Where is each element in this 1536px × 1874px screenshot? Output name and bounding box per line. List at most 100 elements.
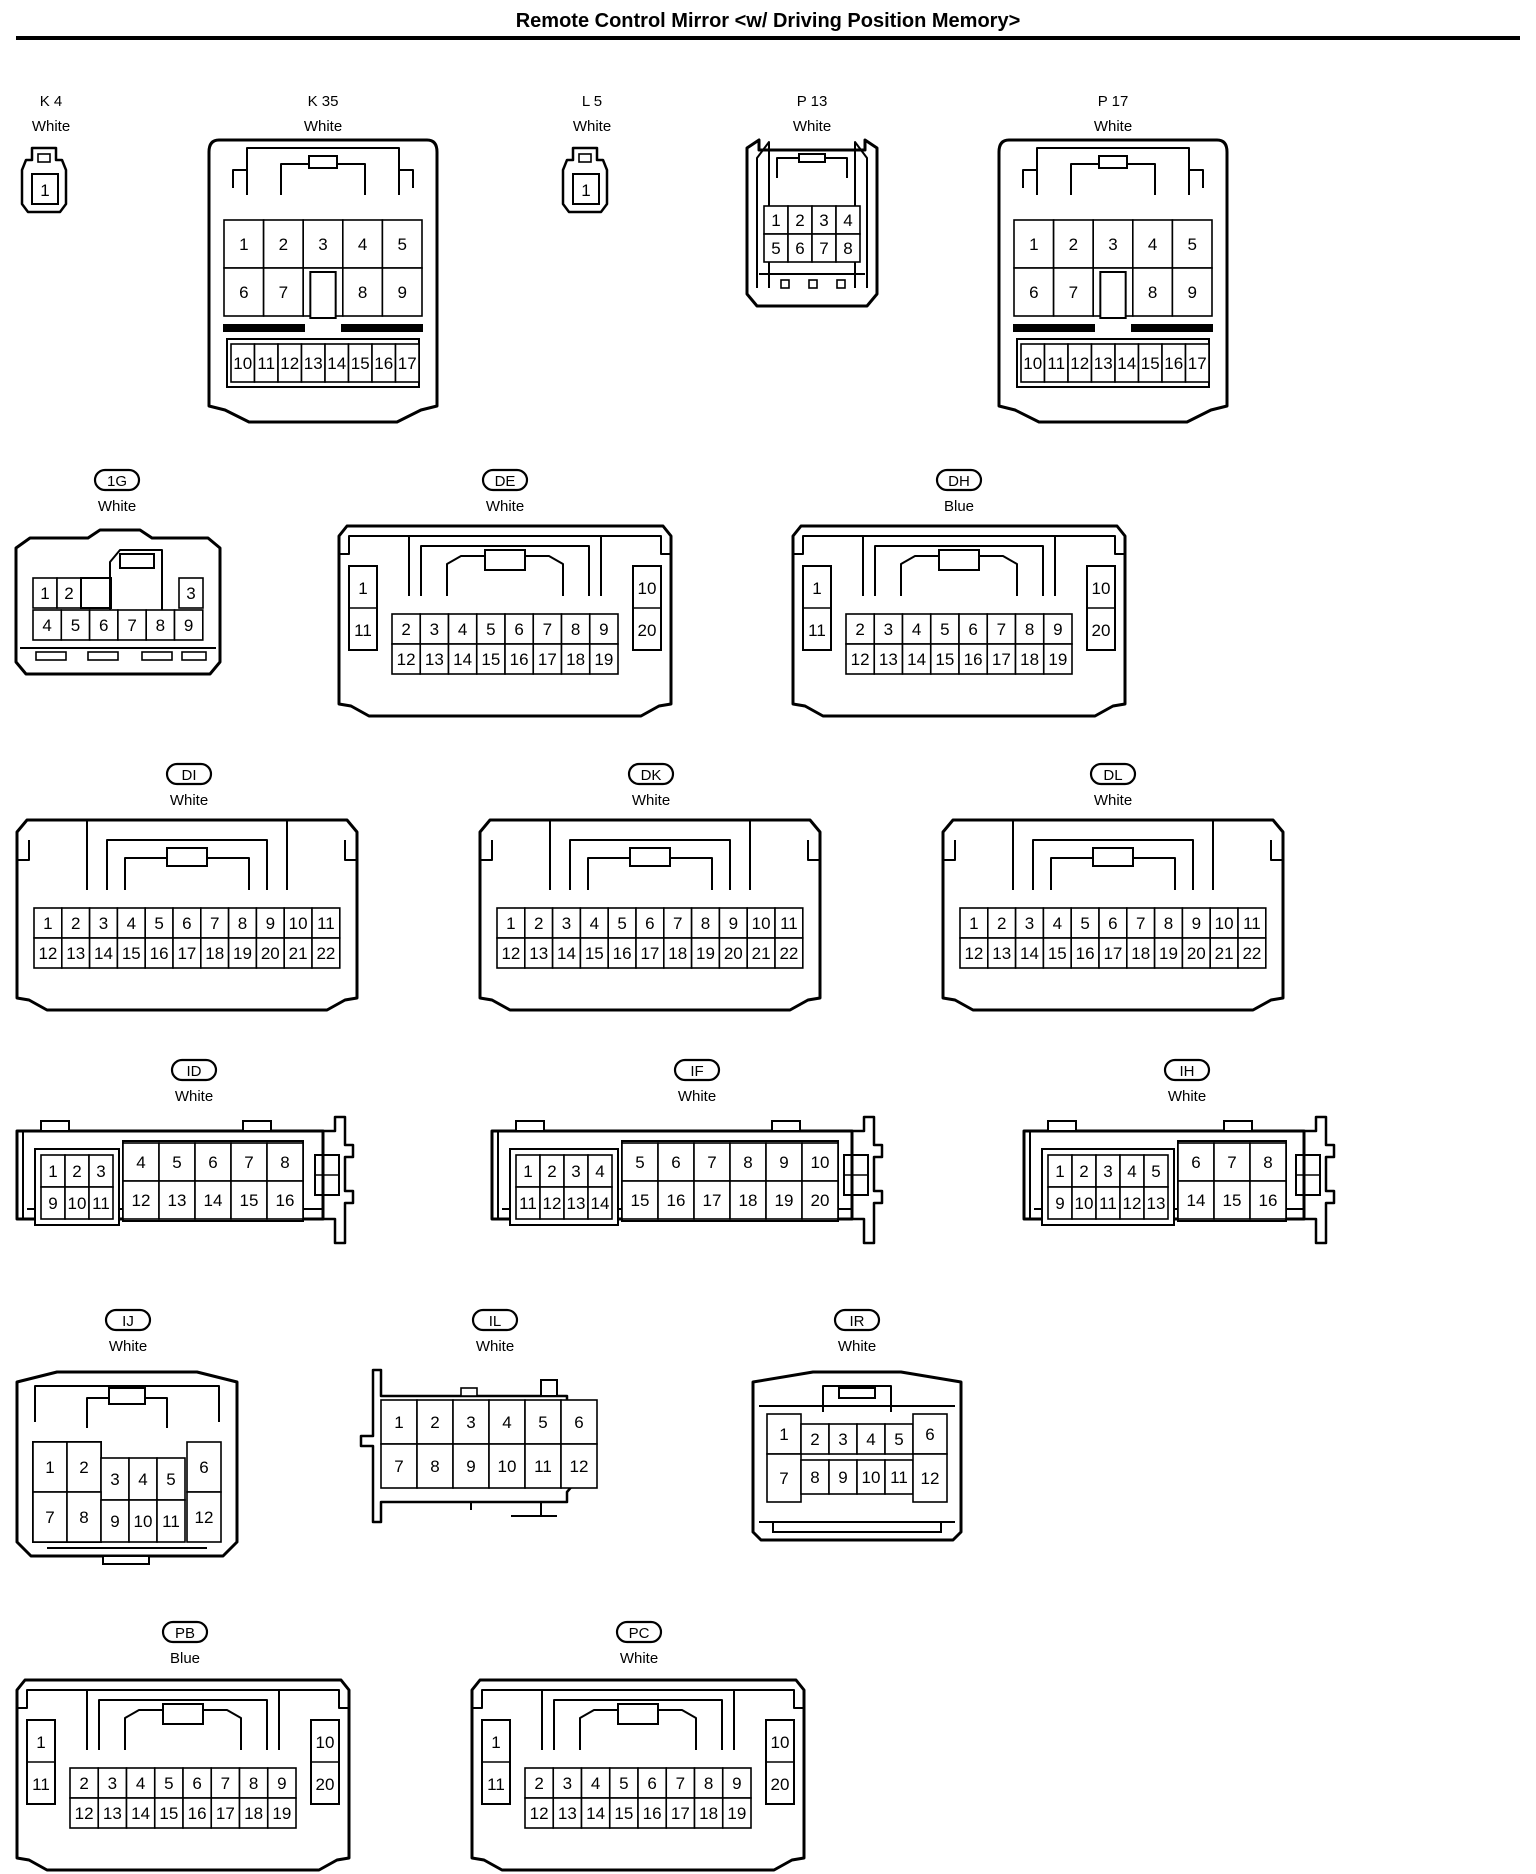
pin-number: 18 <box>566 650 585 669</box>
pin-number: 11 <box>1099 1194 1117 1213</box>
pin-number: 7 <box>1227 1153 1236 1172</box>
pin-number: 5 <box>164 1774 173 1793</box>
pin-number: 11 <box>1047 354 1065 373</box>
pin-number: 4 <box>591 1774 600 1793</box>
pin-number: 8 <box>1148 283 1157 302</box>
pin-number: 10 <box>752 914 771 933</box>
connector-color: White <box>486 498 524 515</box>
pin-number: 16 <box>1259 1191 1278 1210</box>
pin-number: 5 <box>486 620 495 639</box>
pin-number: 19 <box>727 1804 746 1823</box>
pin-number: 18 <box>739 1191 758 1210</box>
pin-number: 5 <box>172 1153 181 1172</box>
pin-number: 8 <box>743 1153 752 1172</box>
connector-color: White <box>170 792 208 809</box>
pin-number: 14 <box>1020 944 1039 963</box>
pin-number: 18 <box>699 1804 718 1823</box>
pin-number: 11 <box>317 914 335 933</box>
pin-number: 20 <box>811 1191 830 1210</box>
pin-number: 2 <box>79 1774 88 1793</box>
pin-number: 14 <box>327 354 346 373</box>
pin-number: 11 <box>534 1457 552 1476</box>
pin-number: 3 <box>96 1162 105 1181</box>
pin-number: 11 <box>32 1775 50 1794</box>
pin-number: 4 <box>590 914 599 933</box>
pin-number: 4 <box>912 620 921 639</box>
pin-number: 3 <box>819 211 828 230</box>
pin-number: 12 <box>38 944 57 963</box>
pin-number: 9 <box>838 1468 847 1487</box>
pin-number: 11 <box>354 621 372 640</box>
pin-number: 1 <box>771 211 780 230</box>
pin-number: 15 <box>122 944 141 963</box>
pin-number: 4 <box>358 235 367 254</box>
pin-number: 16 <box>1076 944 1095 963</box>
pin-number: 17 <box>216 1804 235 1823</box>
pin-number: 2 <box>795 211 804 230</box>
connector-id: PB <box>175 1625 195 1642</box>
pin-number: 3 <box>1025 914 1034 933</box>
pin-number: 2 <box>547 1162 556 1181</box>
pin-number: 13 <box>529 944 548 963</box>
pin-number: 13 <box>66 944 85 963</box>
pin-number: 1 <box>523 1162 532 1181</box>
pin-number: 3 <box>1103 1162 1112 1181</box>
pin-number: 3 <box>884 620 893 639</box>
pin-number: 9 <box>277 1774 286 1793</box>
connector-id: DL <box>1103 767 1122 784</box>
pin-number: 6 <box>99 616 108 635</box>
pin-number: 7 <box>210 914 219 933</box>
connector-id: IH <box>1180 1063 1195 1080</box>
pin-number: 6 <box>239 283 248 302</box>
connector-id-badge <box>471 1308 519 1332</box>
pin-number: 12 <box>851 650 870 669</box>
pin-number: 7 <box>1069 283 1078 302</box>
pin-number: 18 <box>1020 650 1039 669</box>
connector-id-badge <box>615 1620 663 1644</box>
pin-number: 8 <box>430 1457 439 1476</box>
pin-number: 15 <box>159 1804 178 1823</box>
pin-number: 20 <box>1092 621 1111 640</box>
pin-number: 14 <box>907 650 926 669</box>
pin-number: 15 <box>1223 1191 1242 1210</box>
pin-number: 17 <box>703 1191 722 1210</box>
pin-number: 11 <box>780 914 798 933</box>
pin-number: 6 <box>671 1153 680 1172</box>
connector-color: White <box>32 118 70 135</box>
pin-number: 10 <box>233 354 252 373</box>
pin-number: 13 <box>992 944 1011 963</box>
pin-number: 13 <box>103 1804 122 1823</box>
pin-number: 13 <box>304 354 323 373</box>
pin-number: 6 <box>968 620 977 639</box>
pin-number: 2 <box>72 1162 81 1181</box>
pin-number: 15 <box>481 650 500 669</box>
pin-number: 4 <box>843 211 852 230</box>
pin-number: 3 <box>108 1774 117 1793</box>
pin-number: 17 <box>177 944 196 963</box>
pin-number: 4 <box>1127 1162 1136 1181</box>
pin-number: 20 <box>724 944 743 963</box>
connector-id-badge <box>161 1620 209 1644</box>
pin-number: 6 <box>795 239 804 258</box>
pin-number: 4 <box>1053 914 1062 933</box>
pin-number: 10 <box>289 914 308 933</box>
pin-number: 4 <box>42 616 51 635</box>
pin-number: 17 <box>1103 944 1122 963</box>
pin-number: 18 <box>668 944 687 963</box>
pin-number: 3 <box>318 235 327 254</box>
pin-number: 10 <box>68 1194 87 1213</box>
pin-number: 2 <box>534 1774 543 1793</box>
connector-id: DI <box>182 767 197 784</box>
connector-id: IF <box>690 1063 703 1080</box>
pin-number: 6 <box>574 1413 583 1432</box>
pin-number: 4 <box>595 1162 604 1181</box>
pin-number: 13 <box>1147 1194 1166 1213</box>
pin-number: 10 <box>811 1153 830 1172</box>
pin-number: 10 <box>316 1733 335 1752</box>
connector-id-badge <box>1089 762 1137 786</box>
pin-number: 16 <box>510 650 529 669</box>
pin-number: 12 <box>280 354 299 373</box>
